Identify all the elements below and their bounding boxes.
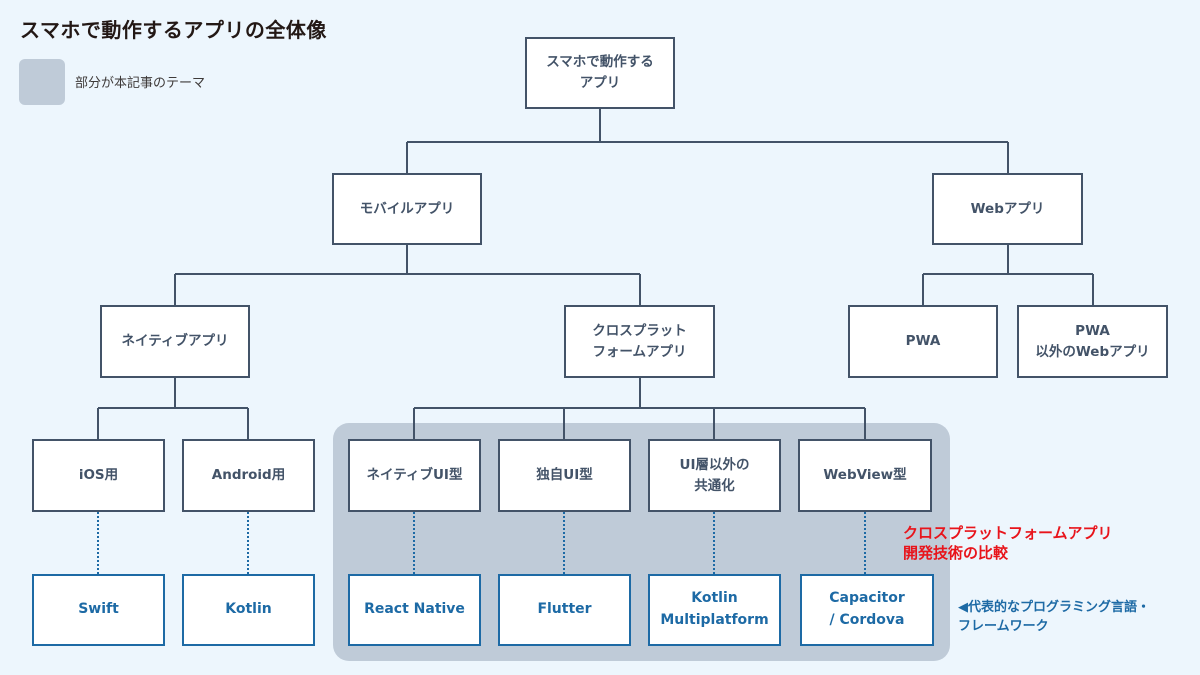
tech-react-native: React Native <box>348 574 481 646</box>
connector-web <box>922 243 1094 307</box>
node-pwa: PWA <box>848 305 998 378</box>
tech-row-caption: ◀代表的なプログラミング言語・ フレームワーク <box>958 600 1150 634</box>
node-web-app: Webアプリ <box>932 173 1083 245</box>
node-own-ui: 独自UI型 <box>498 439 631 512</box>
highlight-caption: クロスプラットフォームアプリ 開発技術の比較 <box>903 524 1113 562</box>
node-shared-non-ui: UI層以外の 共通化 <box>648 439 781 512</box>
node-native-ui: ネイティブUI型 <box>348 439 481 512</box>
node-root: スマホで動作する アプリ <box>525 37 675 109</box>
node-cross-platform-app: クロスプラット フォームアプリ <box>564 305 715 378</box>
node-non-pwa: PWA 以外のWebアプリ <box>1017 305 1168 378</box>
tech-swift: Swift <box>32 574 165 646</box>
connector-cross <box>413 376 866 441</box>
node-webview: WebView型 <box>798 439 932 512</box>
connector-mobile <box>174 243 641 307</box>
connector-root <box>406 107 1009 174</box>
tech-flutter: Flutter <box>498 574 631 646</box>
node-ios: iOS用 <box>32 439 165 512</box>
node-native-app: ネイティブアプリ <box>100 305 250 378</box>
page-title: スマホで動作するアプリの全体像 <box>20 18 327 42</box>
legend-label: 部分が本記事のテーマ <box>75 76 206 91</box>
connector-native <box>97 376 249 441</box>
legend-swatch <box>19 59 65 105</box>
tech-capacitor-cordova: Capacitor / Cordova <box>800 574 934 646</box>
tech-kotlin-multiplatform: Kotlin Multiplatform <box>648 574 781 646</box>
tech-kotlin: Kotlin <box>182 574 315 646</box>
node-android: Android用 <box>182 439 315 512</box>
node-mobile-app: モバイルアプリ <box>332 173 482 245</box>
